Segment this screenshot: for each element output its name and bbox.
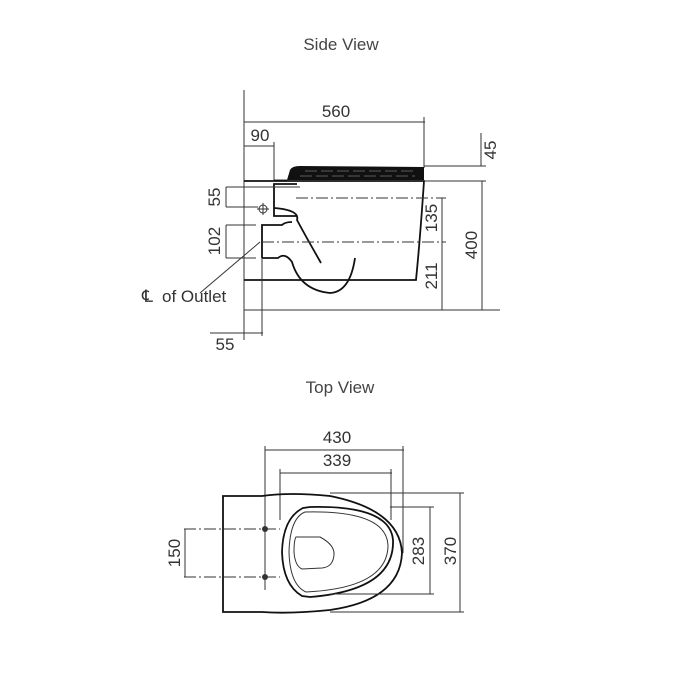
pan-body — [244, 180, 425, 281]
top-view: 430 339 150 283 370 — [165, 428, 464, 614]
dim-55-inlet: 55 — [205, 188, 224, 207]
centerline-symbol: ℄ — [141, 287, 153, 306]
side-view: 560 90 45 55 102 135 211 — [141, 90, 500, 354]
dim-102: 102 — [205, 227, 224, 255]
dim-560: 560 — [322, 102, 350, 121]
dim-150: 150 — [165, 539, 184, 567]
dim-400: 400 — [462, 231, 481, 259]
dim-370: 370 — [441, 537, 460, 565]
top-view-title: Top View — [306, 378, 375, 397]
dim-135: 135 — [422, 204, 441, 232]
side-view-title: Side View — [303, 35, 379, 54]
pan-outline — [222, 493, 403, 614]
outlet-label: of Outlet — [162, 287, 227, 306]
bowl-outlet — [293, 536, 335, 570]
dim-339: 339 — [323, 451, 351, 470]
dim-55-outlet: 55 — [216, 335, 235, 354]
seat-outline — [281, 506, 394, 598]
dim-430: 430 — [323, 428, 351, 447]
dim-211: 211 — [422, 262, 441, 289]
dim-90: 90 — [251, 126, 270, 145]
seat-lid — [287, 166, 424, 180]
dim-45: 45 — [481, 141, 500, 160]
dim-283: 283 — [409, 537, 428, 565]
